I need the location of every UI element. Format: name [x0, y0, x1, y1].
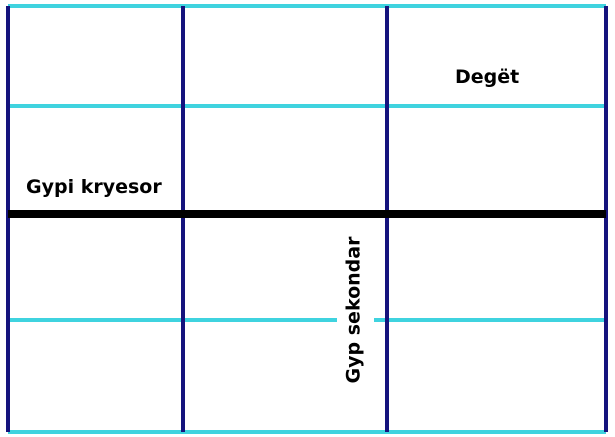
secondary-ridge-label: Gyp sekondar	[343, 232, 365, 388]
main-ridge-label: Gypi kryesor	[26, 176, 162, 198]
branches-label: Degët	[455, 66, 520, 88]
